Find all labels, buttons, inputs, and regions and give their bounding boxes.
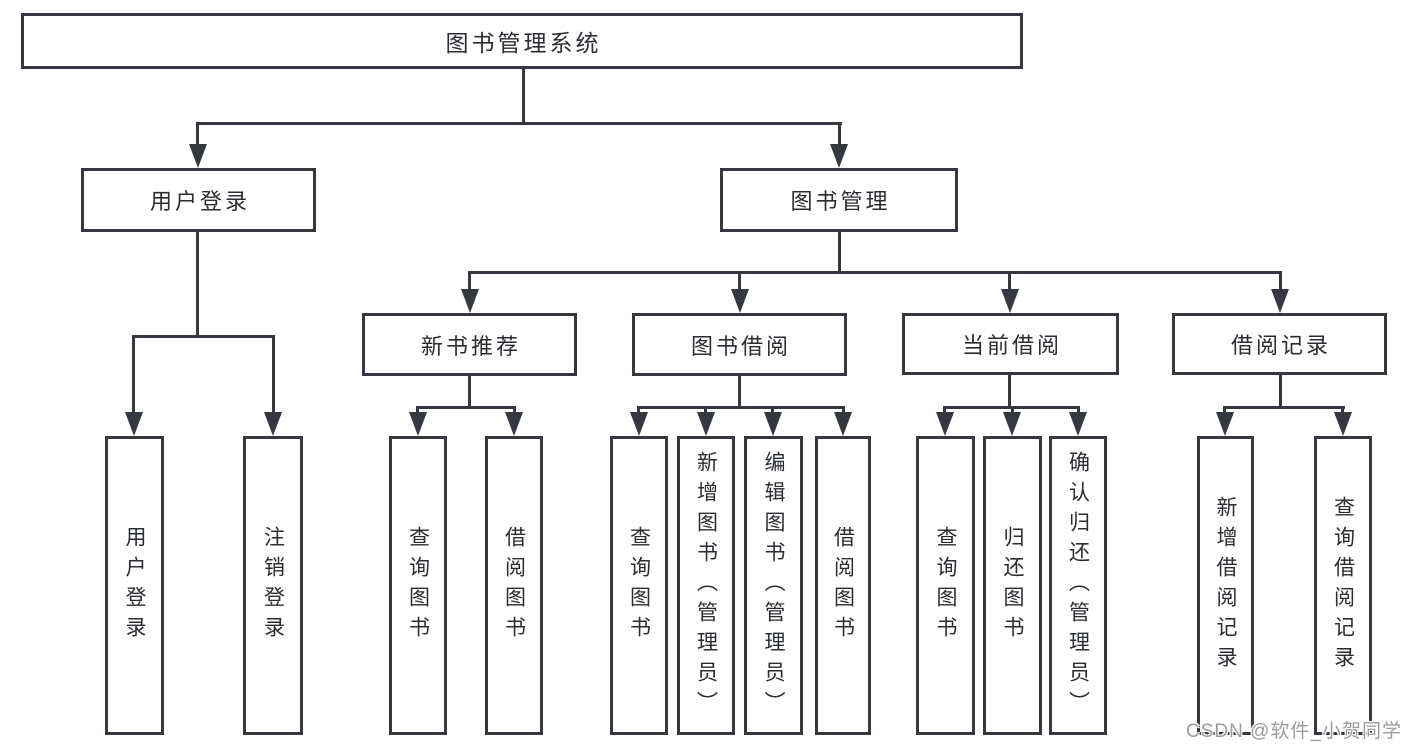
connector-leaf-drop <box>272 335 275 420</box>
arrowhead-leaf <box>125 412 143 436</box>
connector-book-mgmt-stem <box>838 232 841 274</box>
connector-new-book-rec-rail <box>416 406 516 409</box>
connector-user-login-rail <box>132 335 275 338</box>
node-leaf-rec-borrow-books: 借阅图书 <box>485 436 543 735</box>
arrowhead-user-login <box>189 144 207 168</box>
connector-root-rail <box>196 122 842 125</box>
node-leaf-br-add-record: 新增借阅记录 <box>1197 436 1254 735</box>
connector-level3-drop <box>738 271 741 295</box>
node-book-mgmt: 图书管理 <box>720 168 958 232</box>
node-leaf-bb-add-books-admin: 新增图书（管理员） <box>677 436 735 735</box>
connector-user-login-stem <box>196 232 199 338</box>
csdn-watermark: CSDN @软件_小贺同学 <box>1186 721 1402 742</box>
connector-borrow-records-stem <box>1279 375 1282 408</box>
connector-book-borrow-rail <box>637 406 845 409</box>
connector-new-book-rec-stem <box>468 376 471 408</box>
arrowhead-leaf <box>1334 412 1352 436</box>
node-leaf-cb-confirm-return-admin: 确认归还（管理员） <box>1049 436 1107 735</box>
connector-root-drop <box>522 69 525 125</box>
arrowhead-leaf <box>630 412 648 436</box>
node-book-borrow: 图书借阅 <box>632 313 847 376</box>
arrowhead-leaf <box>1069 412 1087 436</box>
connector-level3-drop <box>1008 271 1011 295</box>
arrowhead-leaf <box>697 412 715 436</box>
connector-borrow-records-rail <box>1223 406 1345 409</box>
node-root: 图书管理系统 <box>21 13 1023 69</box>
arrowhead-leaf <box>936 412 954 436</box>
connector-level3-drop <box>1279 271 1282 295</box>
node-leaf-br-query-record: 查询借阅记录 <box>1314 436 1372 735</box>
connector-user-login-drop <box>196 122 199 150</box>
arrowhead-leaf <box>505 412 523 436</box>
connector-leaf-drop <box>132 335 135 420</box>
node-leaf-cb-return-books: 归还图书 <box>983 436 1042 735</box>
arrowhead-book-mgmt <box>830 144 848 168</box>
arrowhead-level3 <box>461 289 479 313</box>
connector-book-mgmt-drop <box>838 122 841 150</box>
arrowhead-leaf <box>834 412 852 436</box>
connector-current-borrow-stem <box>1008 375 1011 408</box>
node-leaf-bb-query-books: 查询图书 <box>610 436 668 735</box>
arrowhead-leaf <box>1216 412 1234 436</box>
arrowhead-leaf <box>409 412 427 436</box>
node-leaf-bb-borrow-books: 借阅图书 <box>815 436 871 735</box>
connector-level3-drop <box>468 271 471 295</box>
node-user-login: 用户登录 <box>81 168 316 232</box>
connector-book-borrow-stem <box>738 376 741 408</box>
arrowhead-level3 <box>1001 289 1019 313</box>
arrowhead-level3 <box>1271 289 1289 313</box>
node-new-book-rec: 新书推荐 <box>362 313 577 376</box>
arrowhead-level3 <box>731 289 749 313</box>
arrowhead-leaf <box>264 412 282 436</box>
node-borrow-records: 借阅记录 <box>1172 313 1387 375</box>
node-leaf-bb-edit-books-admin: 编辑图书（管理员） <box>744 436 803 735</box>
node-leaf-user-login: 用户登录 <box>105 436 164 735</box>
connector-book-mgmt-rail <box>468 271 1282 274</box>
node-current-borrow: 当前借阅 <box>902 313 1119 375</box>
arrowhead-leaf <box>764 412 782 436</box>
arrowhead-leaf <box>1003 412 1021 436</box>
node-leaf-cb-query-books: 查询图书 <box>916 436 975 735</box>
node-leaf-rec-query-books: 查询图书 <box>389 436 447 735</box>
node-leaf-logout: 注销登录 <box>243 436 303 735</box>
